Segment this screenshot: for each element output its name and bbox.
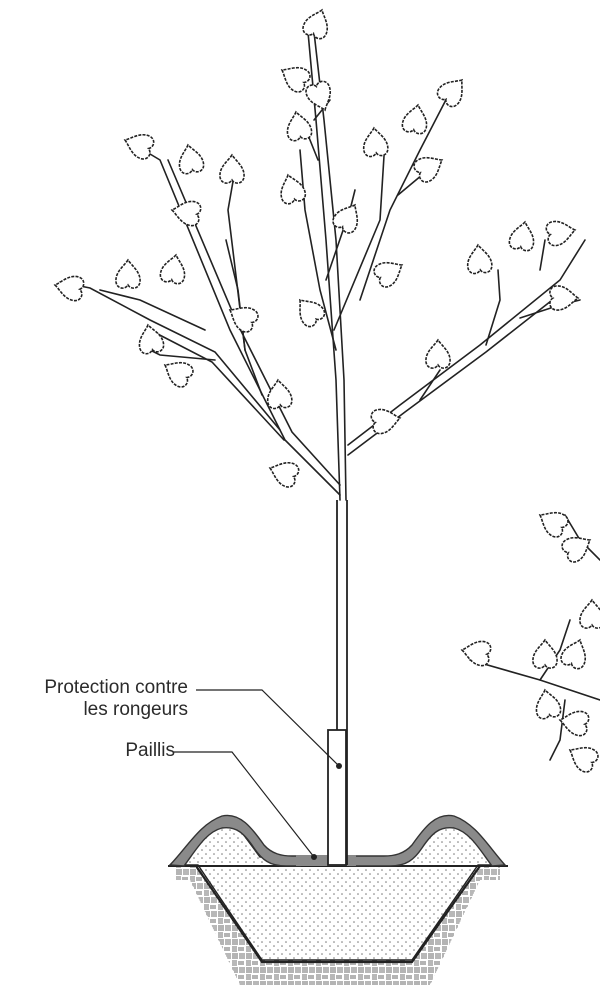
rodent-protection-label-line1: Protection contre: [44, 677, 188, 699]
mulch-label: Paillis: [125, 740, 175, 762]
rodent-protection-label-line2: les rongeurs: [44, 699, 188, 721]
tree-leaves: [53, 6, 600, 775]
protection-leader-line: [196, 690, 339, 766]
rodent-protection-label: Protection contre les rongeurs: [44, 677, 188, 721]
rodent-guard: [328, 730, 346, 865]
